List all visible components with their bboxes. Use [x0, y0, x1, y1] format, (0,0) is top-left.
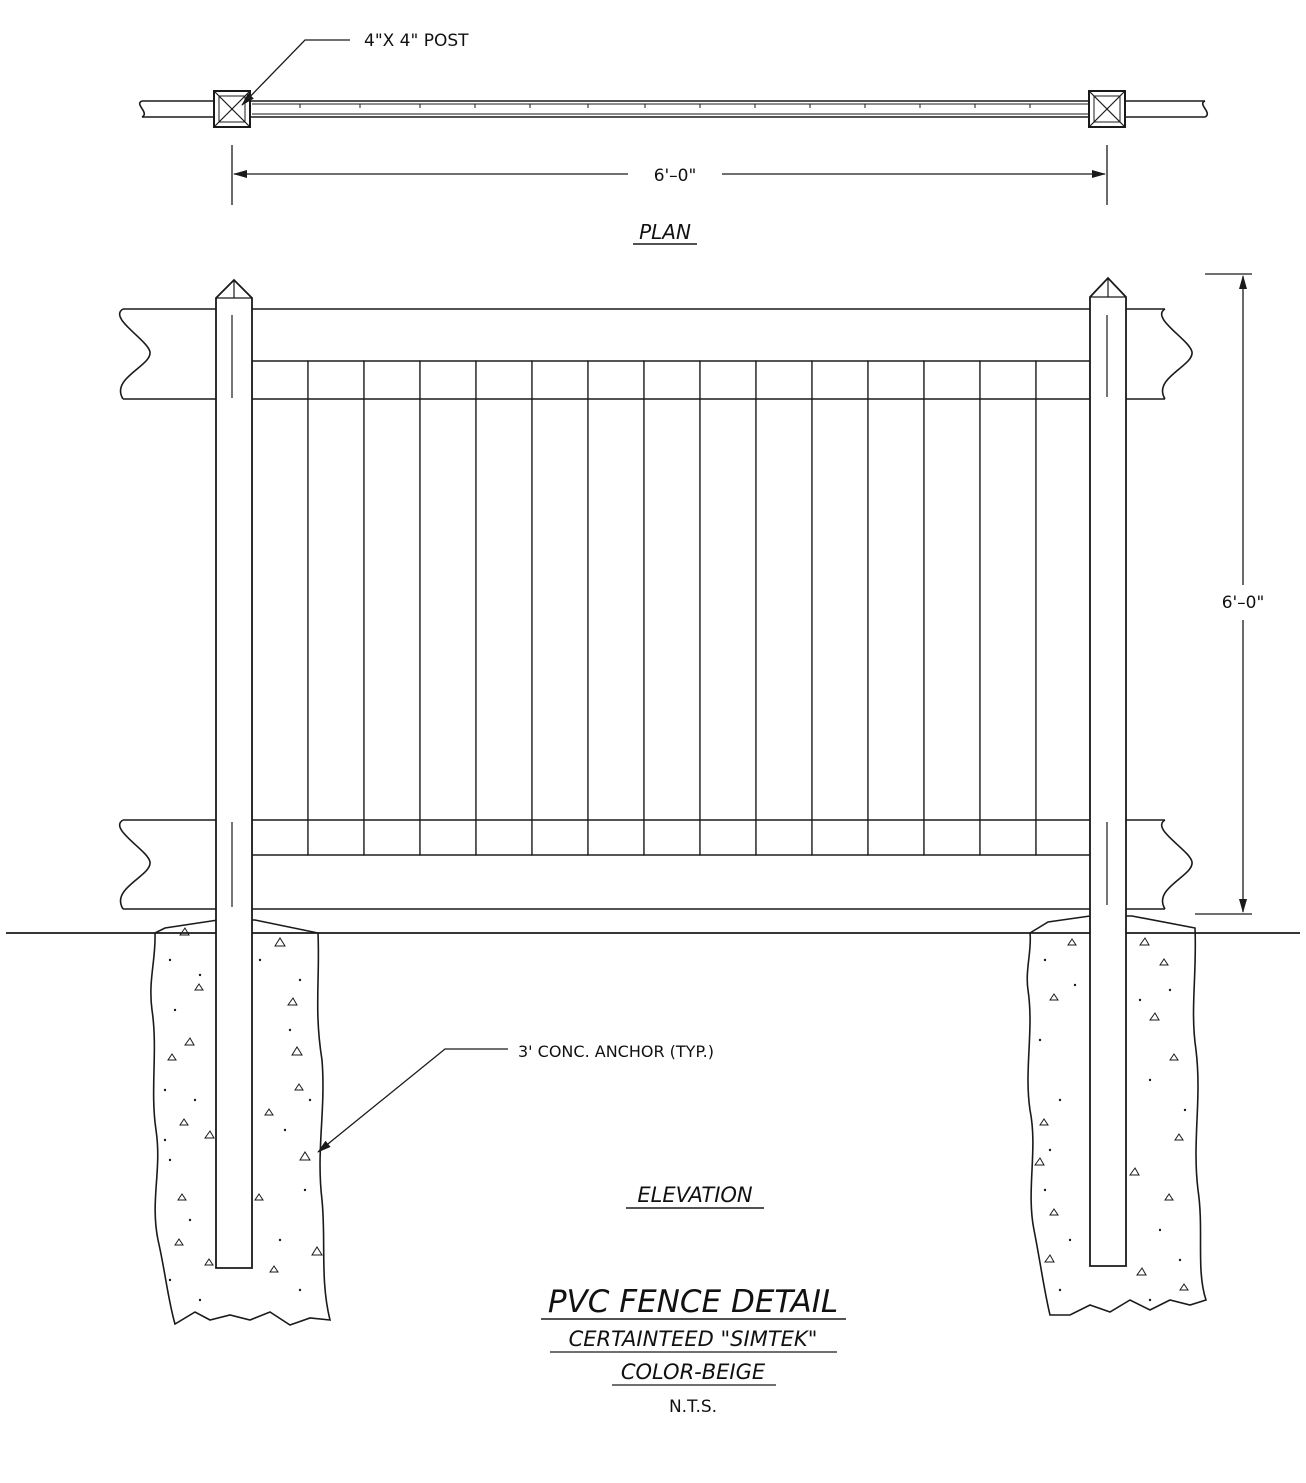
span-dimension-label: 6'–0" [654, 166, 697, 186]
detail-title: PVC FENCE DETAIL [548, 1284, 838, 1320]
plan-view: 4"X 4" POST 6'–0" PLAN [138, 31, 1209, 245]
post-leader [241, 39, 350, 106]
bottom-rail [119, 819, 1193, 910]
elevation-post-right [1089, 276, 1127, 1267]
plan-post-right [1088, 90, 1126, 128]
aggregate-marks-right [1034, 937, 1189, 1291]
pickets [251, 360, 1091, 856]
concrete-anchor-left [150, 919, 332, 1326]
color-label: COLOR-BEIGE [621, 1360, 766, 1384]
aggregate-dots-right [1038, 958, 1187, 1302]
top-rail [119, 308, 1193, 400]
plan-board-ticks [299, 104, 1031, 108]
scale-label: N.T.S. [669, 1397, 717, 1417]
manufacturer-label: CERTAINTEED "SIMTEK" [569, 1327, 818, 1351]
elevation-view: 6'–0" 3' CONC. ANCHOR (TYP.) ELEVATION [6, 273, 1300, 1326]
post-label: 4"X 4" POST [364, 31, 469, 51]
aggregate-dots-left [163, 958, 312, 1302]
elevation-post-left [215, 278, 253, 1269]
height-dimension-label: 6'–0" [1222, 593, 1265, 613]
elevation-title: ELEVATION [637, 1183, 753, 1207]
anchor-leader [317, 1048, 508, 1153]
plan-title: PLAN [639, 220, 691, 244]
aggregate-marks-left [167, 927, 323, 1273]
plan-post-left [213, 90, 251, 128]
anchor-label: 3' CONC. ANCHOR (TYP.) [518, 1042, 714, 1061]
concrete-anchor-right [1026, 915, 1208, 1316]
title-block: PVC FENCE DETAIL CERTAINTEED "SIMTEK" CO… [541, 1284, 846, 1417]
